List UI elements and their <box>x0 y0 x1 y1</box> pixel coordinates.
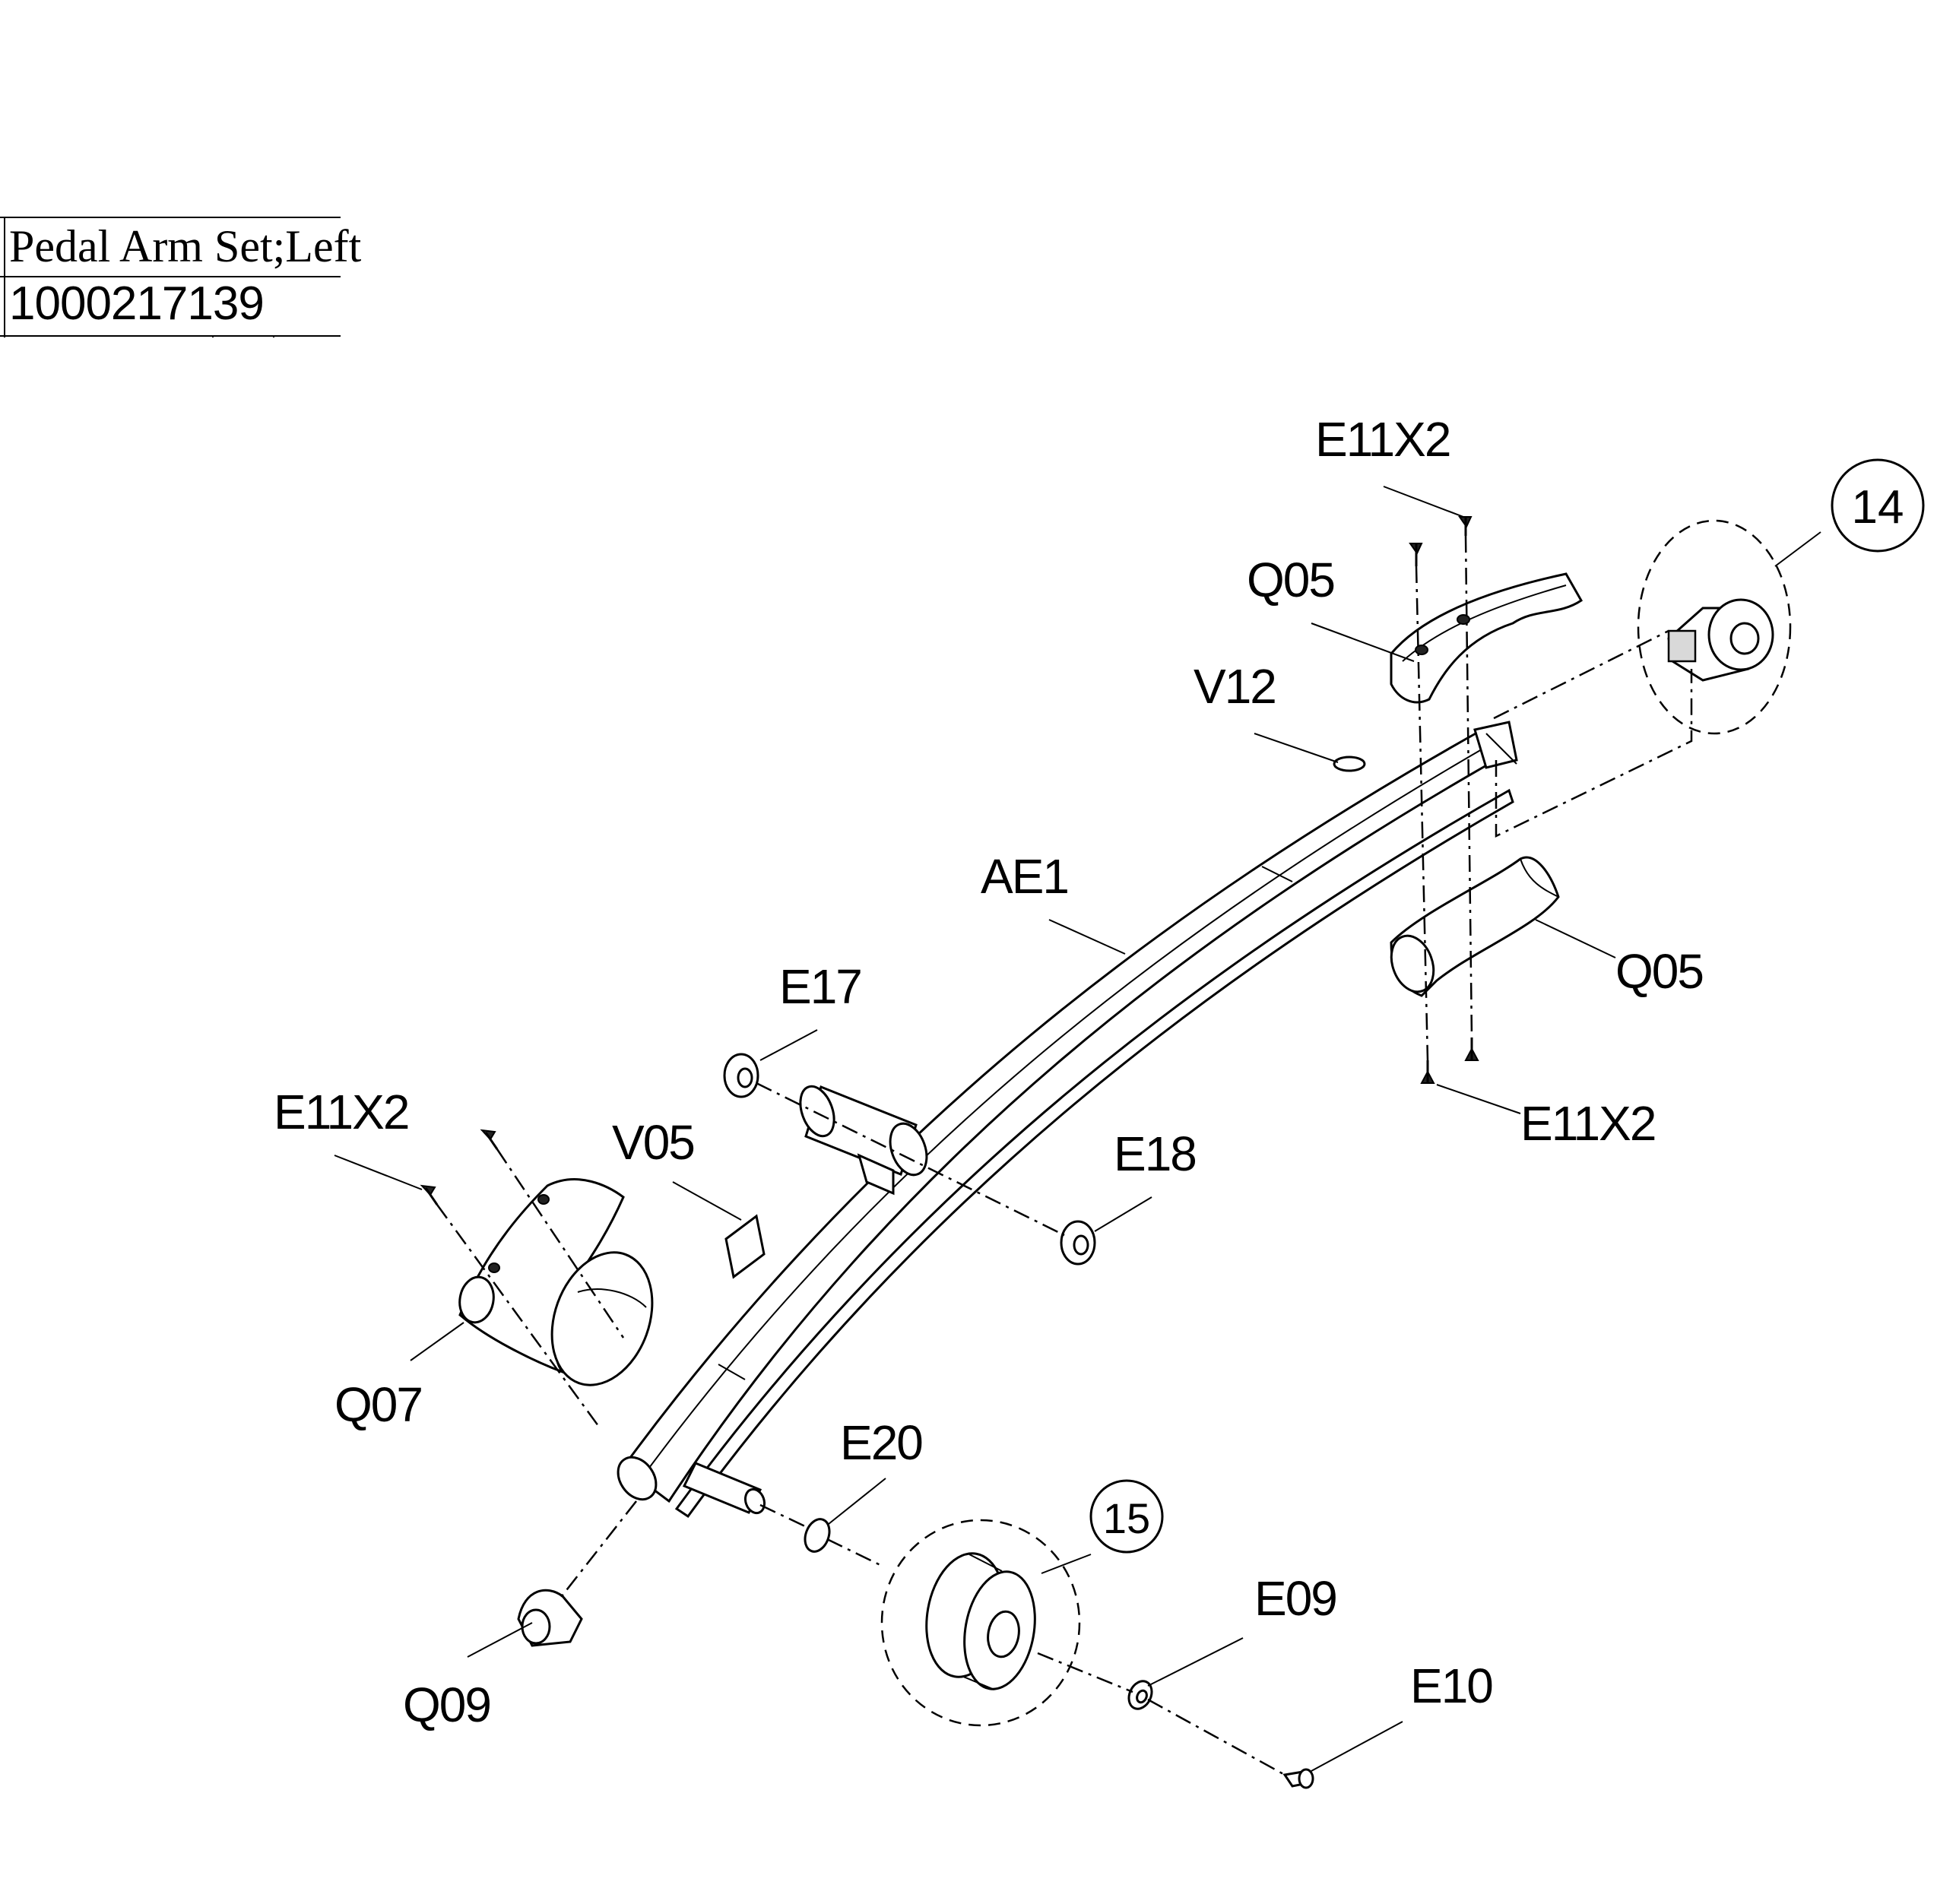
title-block-frame <box>0 217 341 337</box>
end-plug <box>517 1589 583 1647</box>
callout-15-circle <box>1089 1479 1164 1554</box>
callout-14: 14 <box>1831 458 1925 553</box>
title-block: Pedal Arm Set;Left 1000217139 <box>0 216 361 337</box>
label-q07: Q07 <box>334 1377 422 1432</box>
label-v05: V05 <box>612 1115 694 1170</box>
label-e11x2-left: E11X2 <box>274 1085 408 1139</box>
label-v12: V12 <box>1194 659 1276 714</box>
bolt-e10 <box>1282 1768 1314 1789</box>
warning-label-v05 <box>724 1214 766 1279</box>
label-q05-top: Q05 <box>1247 553 1334 607</box>
label-q05-bottom: Q05 <box>1615 944 1703 999</box>
label-q09: Q09 <box>403 1677 490 1732</box>
leader-lines <box>334 486 1821 1772</box>
subassembly-14-outline <box>1637 519 1792 735</box>
label-e11x2-top: E11X2 <box>1315 412 1450 467</box>
subassembly-15-outline <box>880 1519 1081 1727</box>
top-shroud <box>1390 572 1583 704</box>
bottom-shroud <box>1390 856 1560 997</box>
label-e17: E17 <box>779 959 861 1014</box>
label-e18: E18 <box>1114 1126 1196 1181</box>
roller-wheel <box>925 1552 1036 1690</box>
assembly-lines <box>436 535 1693 1776</box>
screws-e11 <box>420 516 1479 1205</box>
label-ae1: AE1 <box>981 849 1068 904</box>
pedal-arm-tube <box>617 721 1518 1519</box>
callout-14-label: 14 <box>1852 481 1904 534</box>
callout-15-label: 15 <box>1103 1494 1150 1542</box>
front-end-cap <box>458 1178 654 1386</box>
label-e10: E10 <box>1410 1658 1492 1713</box>
bushing-tube <box>799 1085 928 1196</box>
label-e20: E20 <box>840 1415 922 1470</box>
clip-e20 <box>804 1518 831 1553</box>
crank-connector <box>1667 598 1774 682</box>
label-e09: E09 <box>1254 1571 1336 1626</box>
washer-e17 <box>723 1053 759 1098</box>
assembly-name: Pedal Arm Set;Left <box>9 221 362 271</box>
washer-e18 <box>1060 1220 1096 1266</box>
label-e11x2-right: E11X2 <box>1520 1096 1655 1151</box>
callout-14-circle <box>1831 458 1925 553</box>
part-number: 1000217139 <box>9 277 265 330</box>
label-v12 <box>1333 756 1366 772</box>
callout-15: 15 <box>1089 1479 1164 1554</box>
washer-e09 <box>1127 1680 1153 1710</box>
